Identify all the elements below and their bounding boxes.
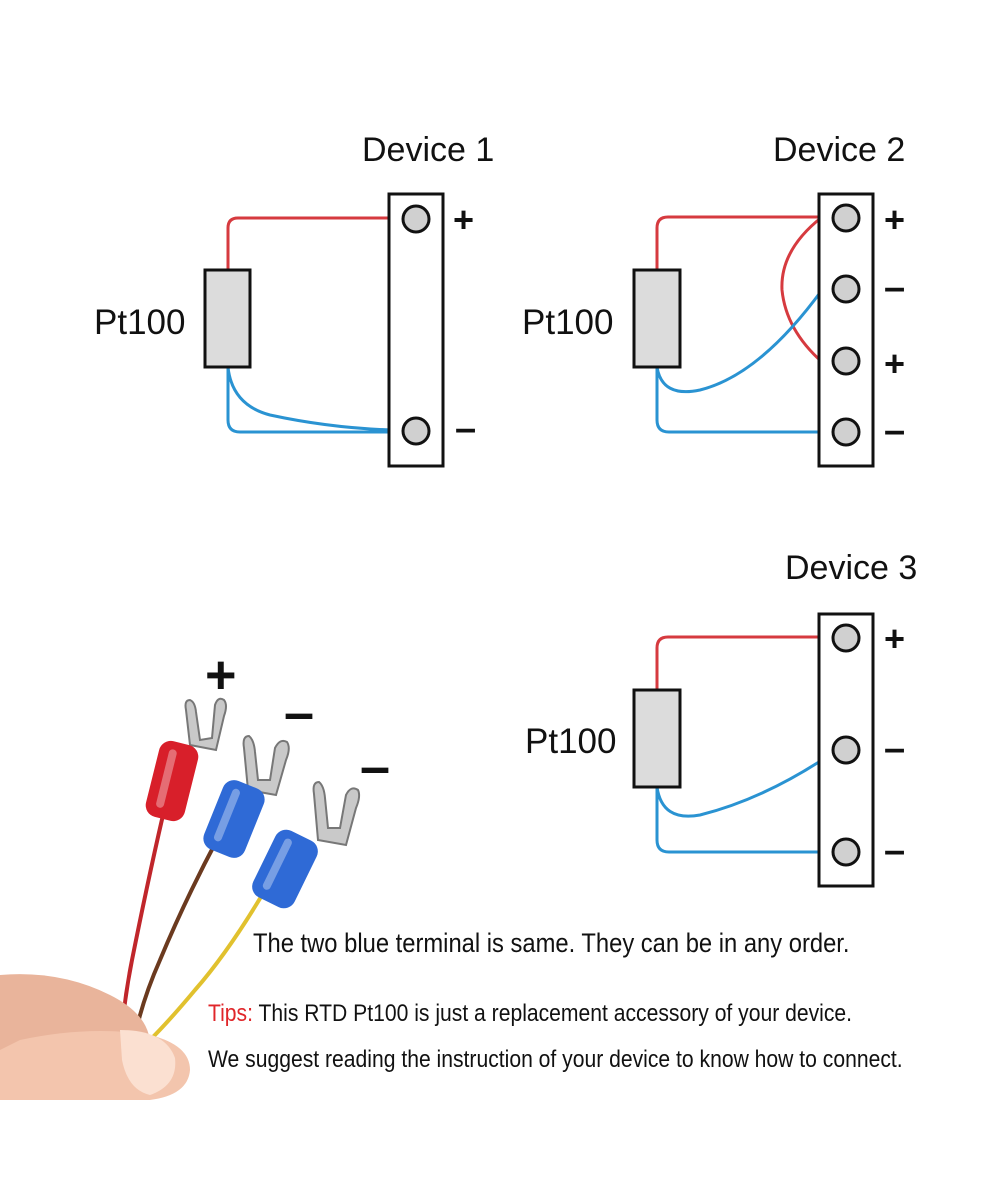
device-3-terminal-2 bbox=[831, 735, 861, 765]
blue-terminal-note: The two blue terminal is same. They can … bbox=[253, 928, 850, 958]
device-3-terminal-2-sign: – bbox=[884, 728, 905, 770]
device-1-sensor-label: Pt100 bbox=[94, 303, 185, 342]
device-3-blue-wire-b bbox=[655, 787, 822, 854]
photo-red-spade-terminal bbox=[145, 697, 227, 822]
device-2-blue-wire-a bbox=[655, 289, 824, 394]
device-1-terminal-1 bbox=[401, 204, 431, 234]
device-1-terminal-2-sign: – bbox=[455, 408, 476, 450]
photo-blue-spade-terminal-1 bbox=[203, 734, 290, 858]
device-1-panel: Device 1 Pt100 + – bbox=[94, 131, 494, 468]
device-2-terminal-3-sign: + bbox=[884, 343, 905, 384]
device-2-panel: Device 2 Pt100 + – + – bbox=[522, 131, 905, 468]
device-2-terminal-1 bbox=[831, 203, 861, 233]
device-3-terminal-1 bbox=[831, 623, 861, 653]
device-2-sensor-label: Pt100 bbox=[522, 303, 613, 342]
device-3-terminal-3 bbox=[831, 837, 861, 867]
suggestion-text: We suggest reading the instruction of yo… bbox=[208, 1046, 903, 1073]
device-2-terminal-4-sign: – bbox=[884, 410, 905, 452]
device-1-blue-wire-b bbox=[226, 367, 392, 434]
device-3-terminal-3-sign: – bbox=[884, 830, 905, 872]
device-3-terminal-1-sign: + bbox=[884, 618, 905, 659]
photo-sign-blue-terminal-1: – bbox=[284, 683, 314, 743]
device-2-red-wire-a bbox=[655, 215, 822, 270]
device-2-title: Device 2 bbox=[773, 131, 905, 169]
device-2-terminal-1-sign: + bbox=[884, 199, 905, 240]
photo-fingers bbox=[0, 974, 190, 1100]
device-3-sensor-label: Pt100 bbox=[525, 722, 616, 761]
device-2-terminal-4 bbox=[831, 417, 861, 447]
sensor-wires-photo: + – – bbox=[0, 645, 390, 1100]
device-3-blue-wire-a bbox=[655, 758, 823, 818]
device-2-terminal-2-sign: – bbox=[884, 267, 905, 309]
device-2-red-wire-b bbox=[780, 215, 823, 364]
tips-text: This RTD Pt100 is just a replacement acc… bbox=[258, 1000, 853, 1027]
device-1-blue-wire-a bbox=[226, 366, 393, 432]
photo-sign-blue-terminal-2: – bbox=[360, 737, 390, 797]
device-3-red-wire bbox=[655, 635, 822, 690]
device-1-pt100-sensor bbox=[203, 268, 252, 369]
device-1-terminal-block bbox=[387, 192, 445, 468]
photo-wire-brown bbox=[130, 837, 220, 1051]
device-2-blue-wire-b bbox=[655, 367, 822, 434]
photo-wire-yellow bbox=[148, 883, 270, 1042]
photo-sign-red-terminal: + bbox=[205, 645, 237, 705]
device-3-title: Device 3 bbox=[785, 549, 917, 587]
device-2-terminal-3 bbox=[831, 346, 861, 376]
device-2-pt100-sensor bbox=[632, 268, 682, 369]
tips-label: Tips: bbox=[208, 1000, 253, 1027]
device-2-terminal-2 bbox=[831, 274, 861, 304]
device-1-terminal-2 bbox=[401, 416, 431, 446]
device-1-red-wire bbox=[226, 216, 390, 270]
device-3-panel: Device 3 Pt100 + – – bbox=[525, 549, 917, 888]
device-1-terminal-1-sign: + bbox=[453, 199, 474, 240]
photo-blue-spade-terminal-2 bbox=[252, 780, 361, 909]
device-1-title: Device 1 bbox=[362, 131, 494, 169]
device-3-pt100-sensor bbox=[632, 688, 682, 789]
tips-line: Tips: This RTD Pt100 is just a replaceme… bbox=[208, 1000, 852, 1028]
